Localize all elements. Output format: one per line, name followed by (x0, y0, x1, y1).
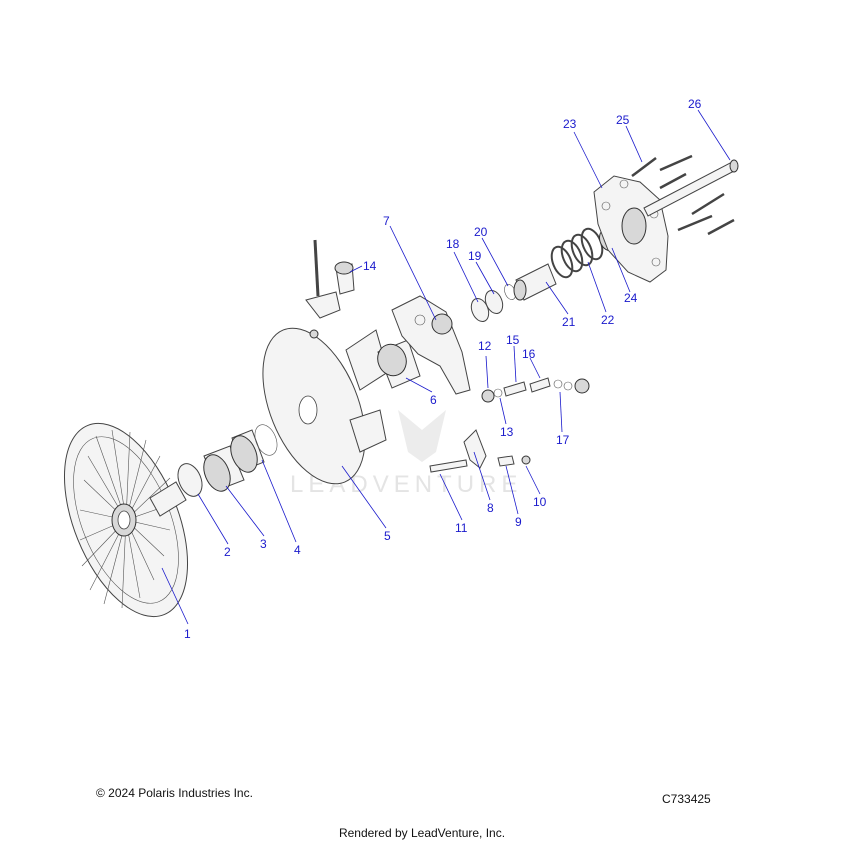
callout-19: 19 (468, 249, 482, 263)
rendered-by-credit: Rendered by LeadVenture, Inc. (338, 826, 506, 840)
part-4-bushing (230, 424, 278, 473)
callout-7: 7 (383, 214, 390, 228)
part-11-pin (429, 459, 468, 473)
part-14-roller (305, 239, 355, 339)
part-16-pin (529, 377, 551, 393)
callout-21: 21 (562, 315, 576, 329)
watermark-logo-icon (398, 410, 446, 462)
part-10-nut (521, 455, 531, 465)
part-7-spider (391, 295, 471, 395)
callout-16: 16 (522, 347, 536, 361)
callout-11: 11 (455, 521, 468, 535)
callout-5: 5 (384, 529, 391, 543)
callout-13: 13 (500, 425, 514, 439)
callout-14: 14 (363, 259, 377, 273)
part-1-fan-sheave (63, 422, 189, 618)
part-12-17-roller-assembly (481, 377, 590, 403)
callout-26: 26 (688, 97, 702, 111)
callout-17: 17 (556, 433, 570, 447)
callout-24: 24 (624, 291, 638, 305)
callout-8: 8 (487, 501, 494, 515)
callout-4: 4 (294, 543, 301, 557)
callout-10: 10 (533, 495, 547, 509)
part-25-bolts (631, 154, 735, 236)
part-22-spring (550, 227, 604, 279)
part-2-o-ring (177, 463, 203, 497)
part-15-pin (503, 381, 527, 397)
callouts: 1 2 3 4 5 6 7 8 9 10 11 12 13 14 15 16 1… (184, 97, 702, 641)
callout-3: 3 (260, 537, 267, 551)
callout-12: 12 (478, 339, 492, 353)
callout-20: 20 (474, 225, 488, 239)
callout-18: 18 (446, 237, 460, 251)
callout-15: 15 (506, 333, 520, 347)
drawing-id: C733425 (662, 792, 711, 806)
callout-1: 1 (184, 627, 191, 641)
part-8-weight (463, 429, 487, 469)
part-23-cover (593, 175, 669, 283)
part-6-bushing (377, 339, 421, 389)
callout-25: 25 (616, 113, 630, 127)
copyright-notice: © 2024 Polaris Industries Inc. (96, 786, 253, 800)
part-21-sleeve (513, 263, 557, 301)
callout-6: 6 (430, 393, 437, 407)
part-12-roller (481, 389, 495, 403)
part-5-movable-sheave (262, 327, 389, 485)
part-9-pin (497, 455, 515, 467)
callout-23: 23 (563, 117, 577, 131)
callout-9: 9 (515, 515, 522, 529)
part-19-washer (484, 289, 504, 315)
callout-22: 22 (601, 313, 615, 327)
leader-lines (161, 109, 731, 625)
callout-2: 2 (224, 545, 231, 559)
part-26-long-bolt (643, 159, 739, 217)
